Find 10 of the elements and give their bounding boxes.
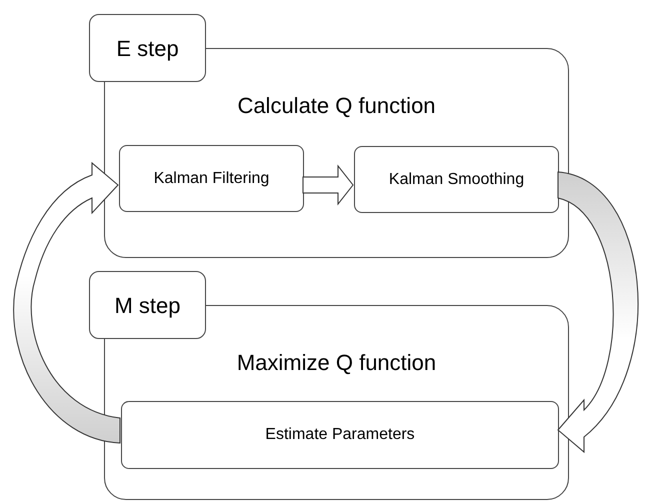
block-arrow (558, 172, 638, 452)
panel-heading: Maximize Q function (236, 349, 438, 377)
process-box: Kalman Filtering (119, 145, 304, 212)
step-tab: M step (89, 271, 206, 339)
process-box: Estimate Parameters (121, 401, 559, 469)
block-arrow (13, 162, 120, 444)
process-box: Kalman Smoothing (354, 146, 559, 213)
block-arrow (302, 164, 354, 206)
panel-heading: Calculate Q function (236, 92, 437, 120)
step-tab: E step (89, 14, 206, 82)
